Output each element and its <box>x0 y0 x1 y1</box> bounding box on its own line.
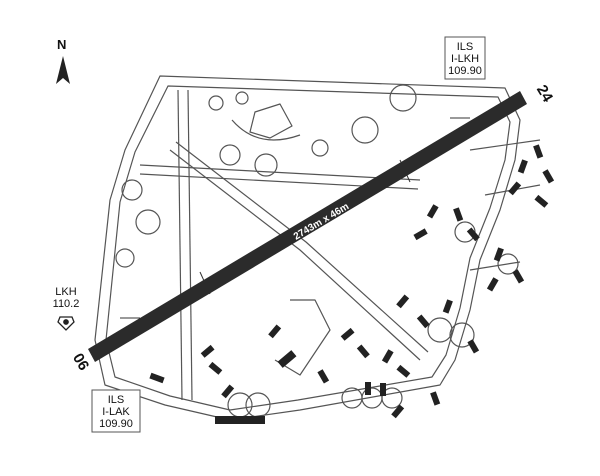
diagonal-taxiway <box>169 149 421 361</box>
holding-points <box>120 117 470 319</box>
north-arrow-icon <box>56 56 70 84</box>
vor-icon <box>57 316 75 331</box>
vor-navaid: LKH 110.2 <box>53 286 80 331</box>
parking-stands <box>149 144 555 424</box>
runway-06-24: 2743m x 46m 06 24 <box>69 82 556 373</box>
ils-ne-line1: ILS <box>457 41 474 53</box>
ils-sw-line2: I-LAK <box>102 406 130 418</box>
perimeter-taxiway <box>94 75 521 421</box>
cross-taxiway <box>139 164 421 181</box>
navaid-frequency: 110.2 <box>53 298 80 310</box>
ils-ne-line3: 109.90 <box>448 65 482 77</box>
ils-ne-line2: I-LKH <box>451 53 479 65</box>
runway-end-24: 24 <box>533 82 556 106</box>
runway-strip <box>88 91 527 362</box>
runway-end-06: 06 <box>69 351 92 374</box>
ils-sw-line3: 109.90 <box>99 418 133 430</box>
runway-dimensions: 2743m x 46m <box>292 201 351 242</box>
pentagon-apron <box>249 103 293 139</box>
navaid-ident: LKH <box>55 286 76 298</box>
north-label: N <box>57 37 66 52</box>
north-arrow: N <box>56 37 70 84</box>
ils-box-southwest: ILS I-LAK 109.90 <box>91 389 141 433</box>
ils-sw-line1: ILS <box>108 394 125 406</box>
ils-box-northeast: ILS I-LKH 109.90 <box>444 36 486 80</box>
